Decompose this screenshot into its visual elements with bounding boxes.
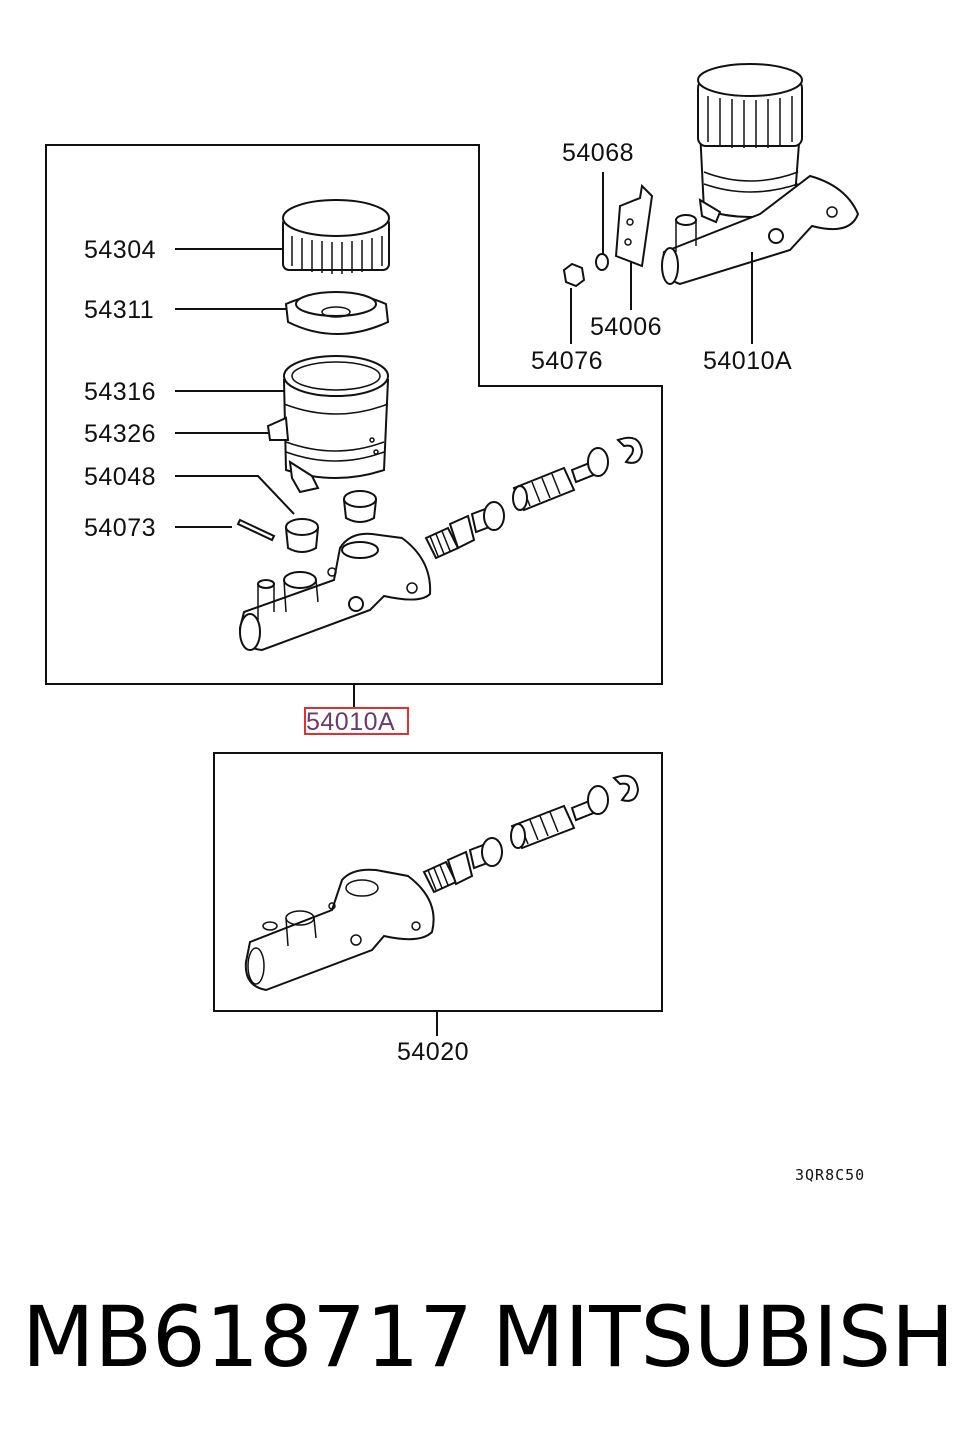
nut	[562, 262, 586, 288]
label-54020: 54020	[397, 1038, 469, 1066]
master-cylinder-outline	[244, 868, 435, 992]
piston-kit	[422, 774, 640, 894]
label-54010A-main: 54010A	[306, 708, 395, 736]
reservoir-body	[282, 355, 390, 479]
part-number: MB618717	[22, 1288, 473, 1386]
label-54073: 54073	[84, 514, 156, 542]
highlight-box	[304, 707, 409, 735]
reservoir-bracket	[266, 416, 290, 441]
spring-pin	[236, 518, 276, 542]
label-54311: 54311	[84, 296, 154, 324]
mounting-bracket	[614, 183, 654, 268]
assembly-frame	[45, 144, 663, 685]
label-54326: 54326	[84, 420, 156, 448]
grommet-seal	[284, 490, 378, 553]
label-54304: 54304	[84, 236, 156, 264]
label-54048: 54048	[84, 463, 156, 491]
master-cylinder-body	[238, 532, 432, 652]
reservoir-cap	[282, 199, 390, 274]
piston-kit-main	[424, 436, 644, 560]
washer	[595, 253, 609, 271]
label-54010A-side: 54010A	[703, 347, 792, 375]
label-54076: 54076	[531, 347, 603, 375]
assembled-master-cylinder	[661, 63, 860, 286]
reservoir-filter	[284, 291, 390, 335]
label-54068: 54068	[562, 139, 634, 167]
label-54006: 54006	[590, 313, 662, 341]
diagram-code: 3QR8C50	[795, 1166, 865, 1184]
brand-name: MITSUBISHI	[492, 1288, 960, 1386]
label-54316: 54316	[84, 378, 156, 406]
